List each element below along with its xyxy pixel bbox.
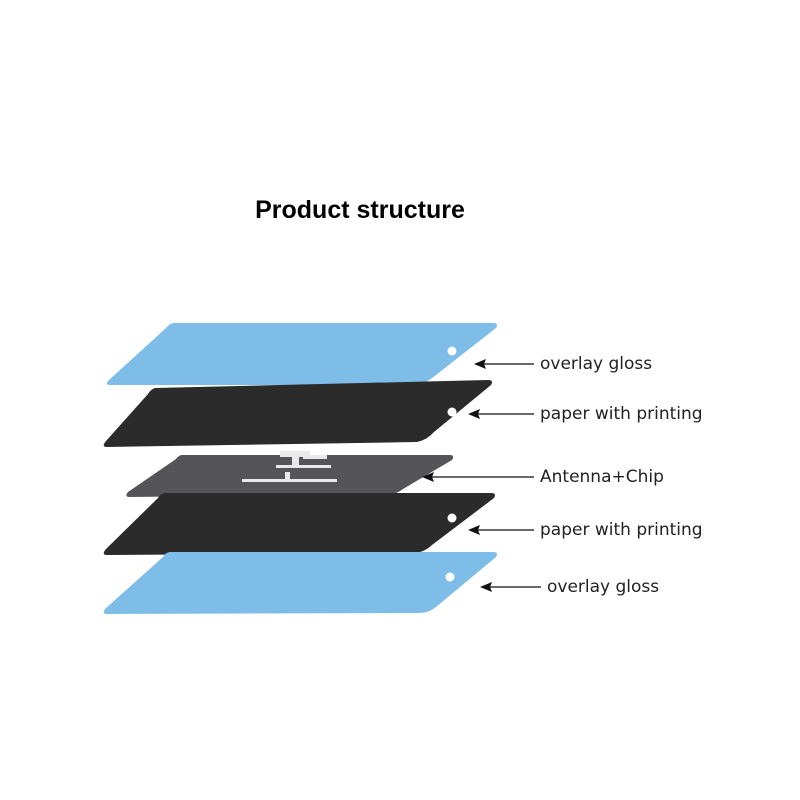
hole-punch-icon: [445, 572, 455, 582]
callout-arrow-1: [474, 359, 534, 369]
paper-sheet-bottom: [103, 493, 496, 555]
callout-arrow-2: [468, 409, 534, 419]
layer-paper-printing-top: [103, 380, 493, 447]
layer-paper-printing-bottom: [103, 493, 496, 555]
paper-sheet-top: [103, 380, 493, 447]
layer-label-antenna-chip: Antenna+Chip: [540, 467, 664, 487]
callout-arrow-3: [422, 472, 534, 482]
hole-punch-icon: [447, 346, 457, 356]
layer-label-paper-printing-bottom: paper with printing: [540, 520, 703, 540]
layer-overlay-gloss-top: [106, 323, 498, 385]
overlay-sheet-bottom: [103, 552, 498, 614]
layer-antenna-chip: [126, 451, 454, 497]
overlay-sheet-top: [106, 323, 498, 385]
callout-arrow-4: [468, 525, 534, 535]
antenna-chip-icon: [242, 451, 337, 482]
layer-label-overlay-gloss-top: overlay gloss: [540, 354, 652, 374]
page-title: Product structure: [255, 196, 465, 224]
callout-arrow-5: [480, 582, 541, 592]
hole-punch-icon: [447, 513, 457, 523]
layer-label-paper-printing-top: paper with printing: [540, 404, 703, 424]
layer-overlay-gloss-bottom: [103, 552, 498, 614]
hole-punch-icon: [447, 407, 457, 417]
layer-label-overlay-gloss-bottom: overlay gloss: [547, 577, 659, 597]
